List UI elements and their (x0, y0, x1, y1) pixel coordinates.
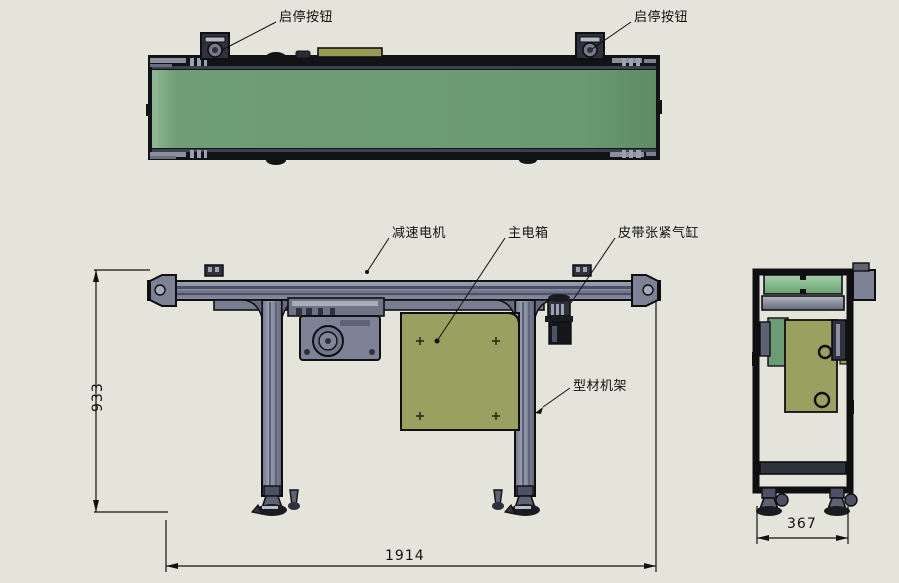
gear-motor (287, 297, 385, 361)
leader-btn-right (591, 21, 632, 50)
annotation-main-electrical-box: 主电箱 (508, 226, 549, 241)
dimension-lines (93, 269, 849, 572)
main-electrical-cabinet (400, 312, 520, 431)
annotation-leader-lines (221, 21, 632, 408)
annotation-gear-motor: 减速电机 (392, 226, 447, 241)
left-end-roller-housing (149, 274, 177, 307)
annotation-profile-frame: 型材机架 (573, 379, 628, 394)
dimension-height-value: 933 (90, 382, 106, 412)
top-view (146, 32, 662, 165)
dimension-width-value: 367 (787, 516, 817, 532)
start-stop-button-right[interactable] (575, 32, 605, 60)
leader-dot-mainbox (434, 338, 440, 344)
right-end-roller-housing (631, 274, 659, 307)
dimension-length-value: 1914 (385, 548, 425, 564)
leader-gearmotor (366, 237, 390, 273)
leader-frame (542, 387, 571, 408)
side-view-feet (756, 487, 858, 516)
leader-btn-left (221, 21, 277, 51)
leader-mainbox (436, 237, 506, 342)
frame-legs (243, 299, 554, 497)
annotation-start-stop-button-left: 启停按钮 (279, 10, 334, 25)
annotation-belt-tensioning-cylinder: 皮带张紧气缸 (618, 226, 700, 241)
leader-arrow-frame (535, 407, 543, 414)
start-stop-button-left[interactable] (200, 32, 230, 60)
leader-tensioner (570, 237, 616, 304)
side-view (752, 262, 876, 516)
adjustable-feet (250, 485, 540, 516)
annotation-start-stop-button-right: 启停按钮 (634, 10, 689, 25)
belt-tensioning-cylinder (545, 294, 573, 345)
front-view (147, 264, 661, 516)
leader-dot-gearmotor (365, 270, 369, 274)
